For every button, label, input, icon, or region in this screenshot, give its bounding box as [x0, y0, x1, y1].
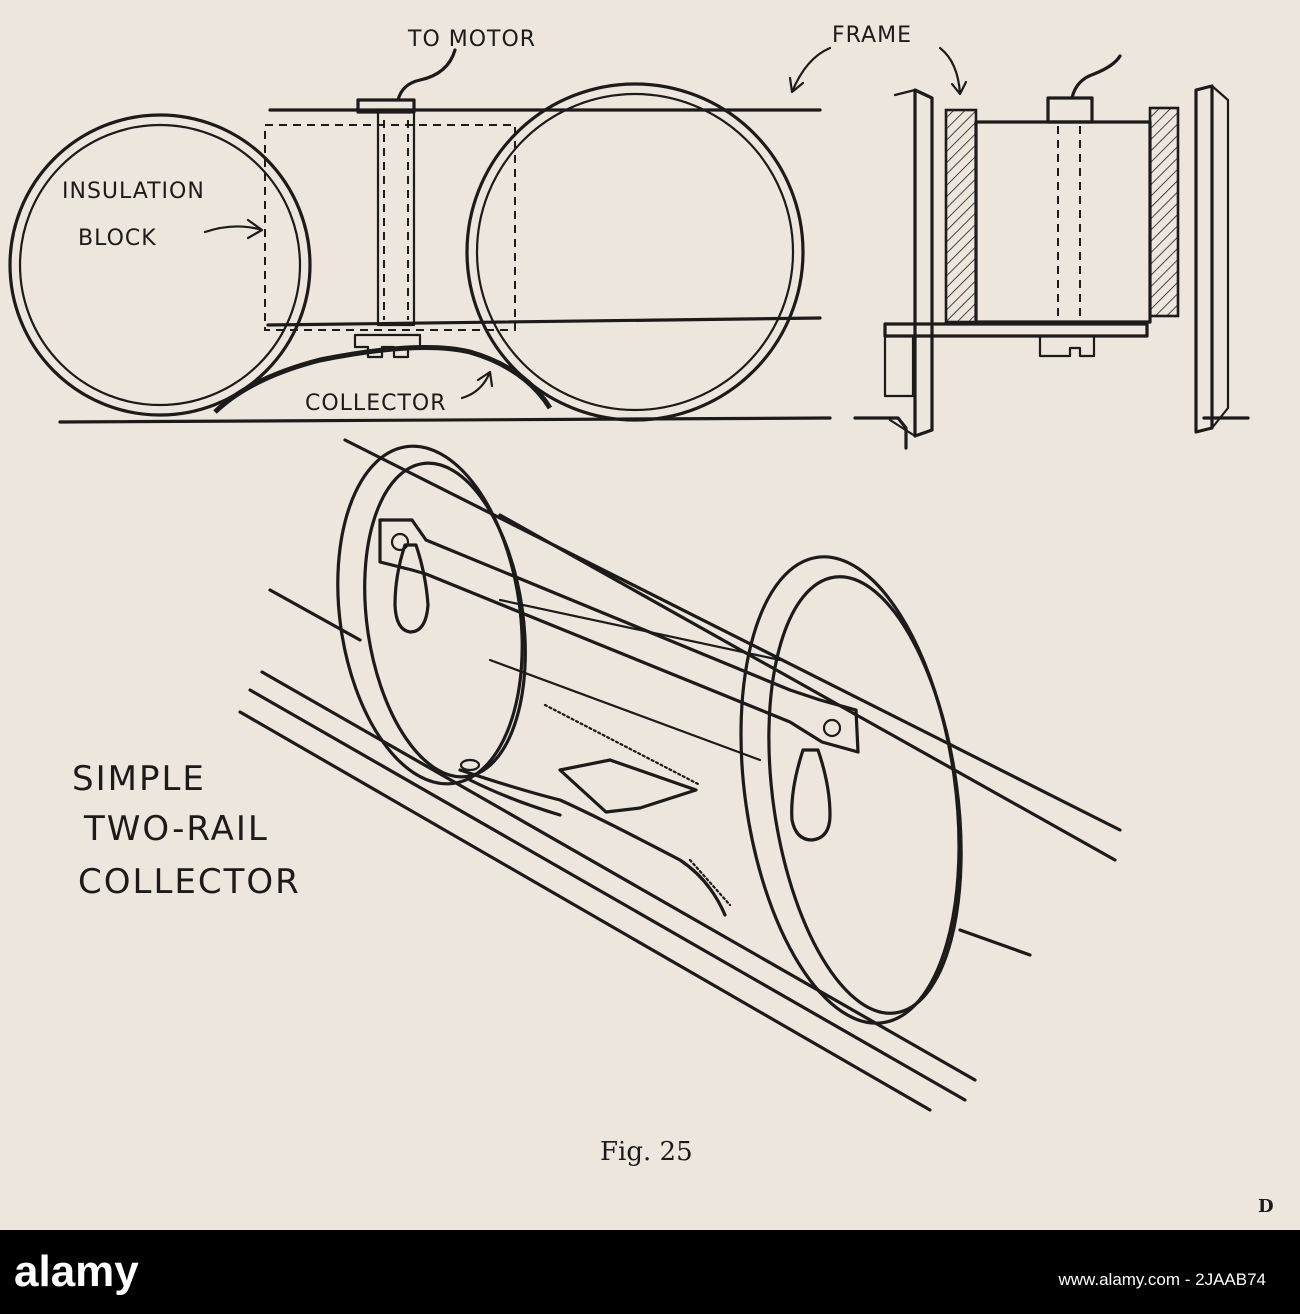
axle-tie-bar: [378, 518, 860, 754]
tie-bar-hole-left: [390, 532, 410, 552]
end-terminal-nut: [1046, 96, 1094, 124]
label-collector: COLLECTOR: [305, 391, 447, 416]
collector-clip: [353, 333, 422, 359]
rail-near: [248, 670, 977, 1102]
right-wheel-end: [1194, 84, 1214, 434]
collector-arrow: [460, 370, 494, 400]
rail-far-foot: [268, 588, 1032, 957]
right-wheel-back: [739, 555, 961, 1025]
stud-bolt: [376, 108, 416, 327]
left-wheel-tread: [18, 123, 302, 407]
end-motor-wire: [1070, 54, 1122, 100]
insulation-arrow: [203, 218, 264, 240]
left-wheel-front: [363, 461, 527, 779]
right-wheel-flange: [1210, 84, 1230, 430]
right-frame-hatched: [1148, 106, 1180, 318]
frame-arrow: [788, 46, 832, 94]
frame-bottom-line: [266, 316, 822, 327]
collector-diagram: TO MOTOR FRAME INSULATION BLOCK COLLECTO…: [8, 23, 1274, 1217]
left-wheel-back: [336, 444, 524, 786]
title-line3: COLLECTOR: [78, 862, 301, 902]
label-insulation-line1: INSULATION: [62, 179, 205, 204]
watermark-reference: www.alamy.com - 2JAAB74: [1058, 1270, 1266, 1289]
collector-blade: [558, 758, 698, 814]
watermark-brand: alamy: [14, 1247, 139, 1296]
left-wheel: [8, 113, 312, 417]
axle: [488, 598, 782, 762]
rail-line: [58, 416, 832, 424]
left-wheel-spoke-hole: [393, 543, 430, 634]
left-frame-hatched: [944, 108, 978, 324]
collector-hatch: [543, 703, 732, 907]
title-line1: SIMPLE: [72, 759, 206, 799]
figure-caption: Fig. 25: [600, 1137, 693, 1167]
label-frame: FRAME: [832, 23, 912, 48]
end-collector-clip: [1038, 334, 1096, 358]
right-wheel: [465, 82, 805, 422]
collector-pickup: [459, 758, 481, 772]
label-to-motor: TO MOTOR: [407, 27, 536, 52]
frame-arrow-end: [938, 46, 968, 96]
label-insulation-line2: BLOCK: [78, 226, 157, 251]
right-wheel-front: [767, 575, 963, 1015]
insulation-block-end: [974, 120, 1152, 324]
title-line2: TWO-RAIL: [83, 809, 269, 849]
right-wheel-tread: [475, 92, 795, 412]
watermark-bar: alamy www.alamy.com - 2JAAB74: [0, 1230, 1300, 1314]
rail-near-foot: [238, 710, 932, 1112]
motor-wire: [396, 48, 457, 102]
tie-bar-hole-right: [822, 718, 842, 738]
end-view: [853, 46, 1250, 450]
side-elevation-view: [8, 46, 832, 424]
end-rail-foot: [883, 334, 915, 398]
perspective-view: [238, 438, 1122, 1112]
left-wheel-flange: [888, 88, 917, 438]
end-collector-plate: [883, 322, 1149, 338]
rail-far: [343, 438, 1122, 862]
right-wheel-spoke-hole: [790, 748, 832, 842]
collector-spring: [458, 768, 727, 917]
terminal-nut: [356, 98, 416, 114]
insulation-block-outline: [264, 124, 516, 331]
left-wheel-end: [913, 88, 934, 438]
end-rail: [853, 416, 1250, 450]
alamy-logo: alamy: [14, 1247, 139, 1296]
page-mark: D: [1258, 1196, 1274, 1217]
